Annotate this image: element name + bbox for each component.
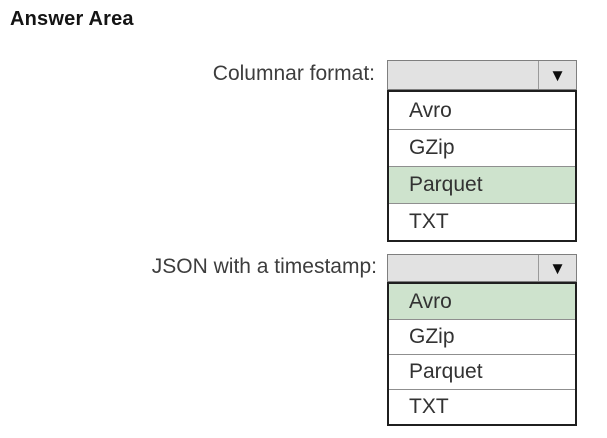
columnar-format-dropdown-button[interactable]: ▼	[538, 61, 576, 89]
option-gzip[interactable]: GZip	[389, 319, 575, 354]
option-avro[interactable]: Avro	[389, 284, 575, 319]
option-parquet[interactable]: Parquet	[389, 354, 575, 389]
json-timestamp-dropdown-button[interactable]: ▼	[538, 255, 576, 281]
option-gzip[interactable]: GZip	[389, 129, 575, 166]
columnar-format-option-list: Avro GZip Parquet TXT	[387, 90, 577, 242]
columnar-format-label: Columnar format:	[212, 62, 375, 85]
json-timestamp-label: JSON with a timestamp:	[151, 255, 377, 278]
option-avro[interactable]: Avro	[409, 98, 452, 122]
columnar-format-dropdown[interactable]: ▼	[387, 60, 577, 90]
option-txt[interactable]: TXT	[389, 203, 575, 240]
option-parquet[interactable]: Parquet	[389, 166, 575, 203]
json-timestamp-option-list: Avro GZip Parquet TXT	[387, 282, 577, 426]
json-timestamp-selected-value[interactable]	[388, 255, 538, 281]
chevron-down-icon: ▼	[549, 65, 566, 85]
option-txt[interactable]: TXT	[389, 389, 575, 424]
page-title: Answer Area	[10, 8, 134, 30]
columnar-format-selected-value[interactable]	[388, 61, 538, 89]
json-timestamp-dropdown[interactable]: ▼	[387, 254, 577, 282]
chevron-down-icon: ▼	[549, 258, 566, 278]
